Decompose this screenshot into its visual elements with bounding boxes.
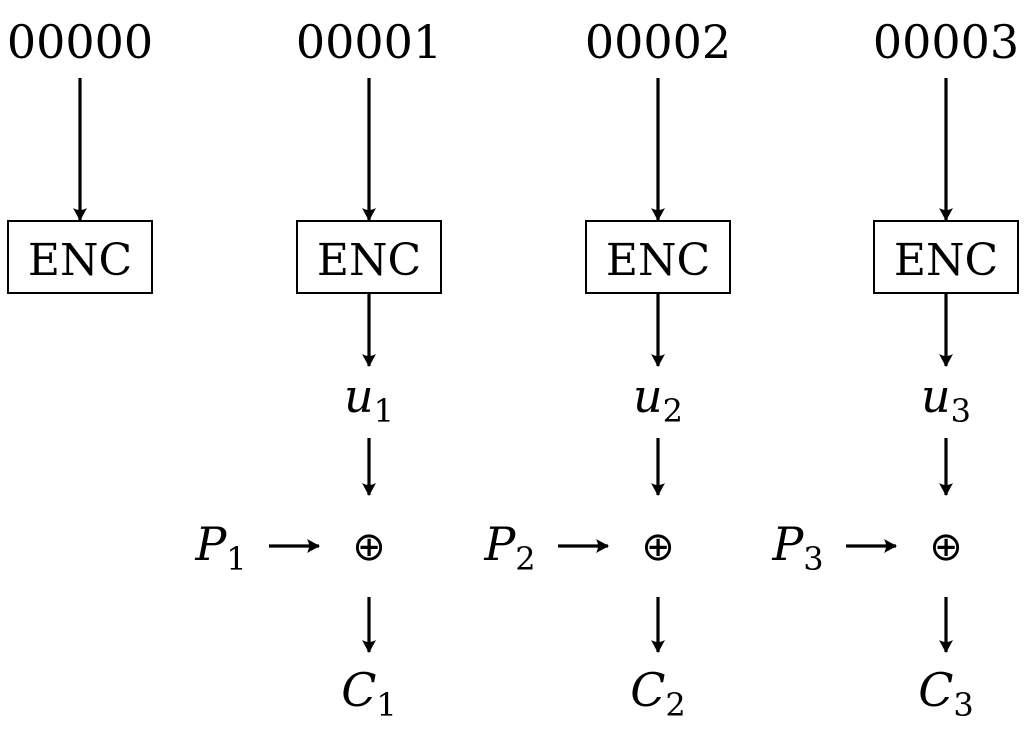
keystream-label-1-subscript: 1 (374, 392, 394, 430)
plaintext-label-3: P3 (771, 517, 823, 578)
xor-symbol-1: ⊕ (352, 524, 386, 570)
keystream-label-3: u3 (921, 369, 971, 430)
enc-label-2: ENC (606, 235, 710, 286)
keystream-label-2: u2 (633, 369, 683, 430)
enc-box-1 (296, 220, 442, 294)
plaintext-label-3-subscript: 3 (803, 540, 823, 578)
ciphertext-label-3: C3 (918, 663, 974, 724)
keystream-label-1-base: u (344, 369, 374, 423)
ciphertext-label-2: C2 (630, 663, 686, 724)
plaintext-label-2: P2 (483, 517, 535, 578)
ciphertext-label-3-subscript: 3 (953, 686, 973, 724)
ciphertext-label-2-subscript: 2 (665, 686, 685, 724)
keystream-label-3-base: u (921, 369, 951, 423)
counter-label-1: 00001 (296, 15, 442, 69)
plaintext-label-1: P1 (194, 517, 246, 578)
counter-label-3: 00003 (873, 15, 1019, 69)
ciphertext-label-1: C1 (341, 663, 397, 724)
ciphertext-label-3-base: C (918, 663, 953, 717)
ciphertext-label-1-base: C (341, 663, 376, 717)
plaintext-label-1-base: P (194, 517, 227, 571)
plaintext-label-2-subscript: 2 (515, 540, 535, 578)
xor-symbol-2: ⊕ (641, 524, 675, 570)
enc-label-0: ENC (28, 235, 132, 286)
enc-label-3: ENC (894, 235, 998, 286)
ciphertext-label-1-subscript: 1 (376, 686, 396, 724)
keystream-label-2-base: u (633, 369, 663, 423)
keystream-label-2-subscript: 2 (663, 392, 683, 430)
enc-label-1: ENC (317, 235, 421, 286)
keystream-label-1: u1 (344, 369, 394, 430)
plaintext-label-2-base: P (483, 517, 516, 571)
enc-box-2 (585, 220, 731, 294)
plaintext-label-1-subscript: 1 (226, 540, 246, 578)
counter-label-0: 00000 (7, 15, 153, 69)
xor-symbol-3: ⊕ (929, 524, 963, 570)
counter-label-2: 00002 (585, 15, 731, 69)
keystream-label-3-subscript: 3 (951, 392, 971, 430)
enc-box-3 (873, 220, 1019, 294)
ciphertext-label-2-base: C (630, 663, 665, 717)
enc-box-0 (7, 220, 153, 294)
plaintext-label-3-base: P (771, 517, 804, 571)
columns-layer: 00000ENC00001ENCu1⊕P1C100002ENCu2⊕P2C200… (7, 15, 1019, 724)
